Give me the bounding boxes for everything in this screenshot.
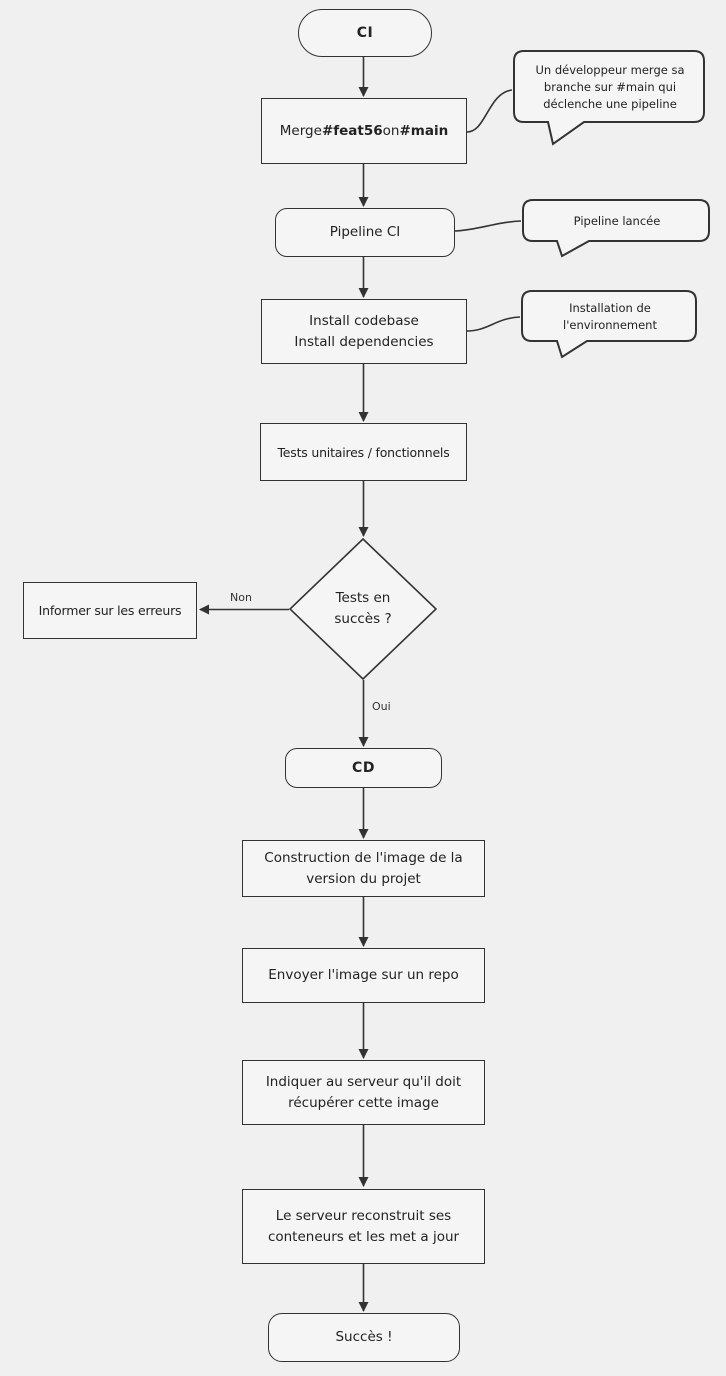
decision-diamond-shape <box>289 538 437 680</box>
decision-line-2: succès ? <box>334 611 392 627</box>
edge-label-non: Non <box>230 591 252 604</box>
indiquer-line-2: récupérer cette image <box>288 1094 439 1111</box>
node-decision: Tests en succès ? <box>289 538 437 680</box>
install-line-1: Install codebase <box>309 312 419 329</box>
callout-developer-merge-shape <box>513 50 705 146</box>
node-cd: CD <box>285 748 442 788</box>
callout-developer-merge-text: Un développeur merge sa branche sur #mai… <box>514 51 706 124</box>
node-pipeline-label: Pipeline CI <box>329 224 401 240</box>
node-serveur-reconstruit: Le serveur reconstruit ses conteneurs et… <box>242 1189 485 1264</box>
merge-branch-feat: #feat56 <box>321 122 383 139</box>
node-informer-erreurs: Informer sur les erreurs <box>23 582 197 639</box>
indiquer-line-1: Indiquer au serveur qu'il doit <box>265 1073 462 1090</box>
construction-line-2: version du projet <box>306 870 421 887</box>
connector-install-to-note <box>466 316 521 332</box>
node-pipeline-ci: Pipeline CI <box>275 208 455 257</box>
callout2-line-1: Pipeline lancée <box>573 214 661 228</box>
connector-merge-to-note <box>466 89 513 133</box>
callout-pipeline-lancee-shape <box>522 199 710 258</box>
callout-installation-env-shape <box>521 290 697 359</box>
node-envoyer-image: Envoyer l'image sur un repo <box>242 948 485 1003</box>
callout-developer-merge: Un développeur merge sa branche sur #mai… <box>513 50 706 146</box>
callout1-line-3: déclenche une pipeline <box>543 97 677 111</box>
node-cd-label: CD <box>352 759 375 776</box>
callout-pipeline-lancee-text: Pipeline lancée <box>523 200 711 243</box>
callout1-line-1: Un développeur merge sa <box>535 63 685 77</box>
node-merge: Merge #feat56 on #main <box>261 98 467 164</box>
serveur-line-2: conteneurs et les met a jour <box>267 1228 460 1245</box>
node-succes-label: Succès ! <box>335 1329 393 1345</box>
merge-text: Merge <box>279 122 322 139</box>
callout-pipeline-lancee: Pipeline lancée <box>522 199 711 258</box>
node-install: Install codebase Install dependencies <box>261 299 467 364</box>
node-envoyer-label: Envoyer l'image sur un repo <box>268 967 459 983</box>
edge-label-oui: Oui <box>372 700 391 713</box>
node-ci-label: CI <box>356 24 374 41</box>
callout-installation-env: Installation de l'environnement <box>521 290 698 359</box>
node-construction-image: Construction de l'image de la version du… <box>242 840 485 897</box>
install-line-2: Install dependencies <box>294 333 434 350</box>
node-ci: CI <box>298 9 432 57</box>
serveur-line-1: Le serveur reconstruit ses <box>275 1207 452 1224</box>
node-tests-label: Tests unitaires / fonctionnels <box>277 444 450 460</box>
callout3-line-1: Installation de <box>569 301 651 315</box>
decision-line-1: Tests en <box>335 590 391 606</box>
callout3-line-2: l'environnement <box>563 318 657 332</box>
decision-text: Tests en succès ? <box>334 588 391 630</box>
merge-text-on: on <box>382 122 400 139</box>
callout-installation-env-text: Installation de l'environnement <box>522 291 698 343</box>
node-informer-label: Informer sur les erreurs <box>38 603 182 618</box>
construction-line-1: Construction de l'image de la <box>264 849 463 866</box>
node-tests: Tests unitaires / fonctionnels <box>260 423 467 481</box>
callout1-line-2: branche sur #main qui <box>543 80 677 94</box>
node-indiquer-serveur: Indiquer au serveur qu'il doit récupérer… <box>242 1060 485 1125</box>
merge-branch-main: #main <box>399 122 449 139</box>
node-succes: Succès ! <box>268 1313 460 1362</box>
connector-pipeline-to-note <box>454 220 522 232</box>
